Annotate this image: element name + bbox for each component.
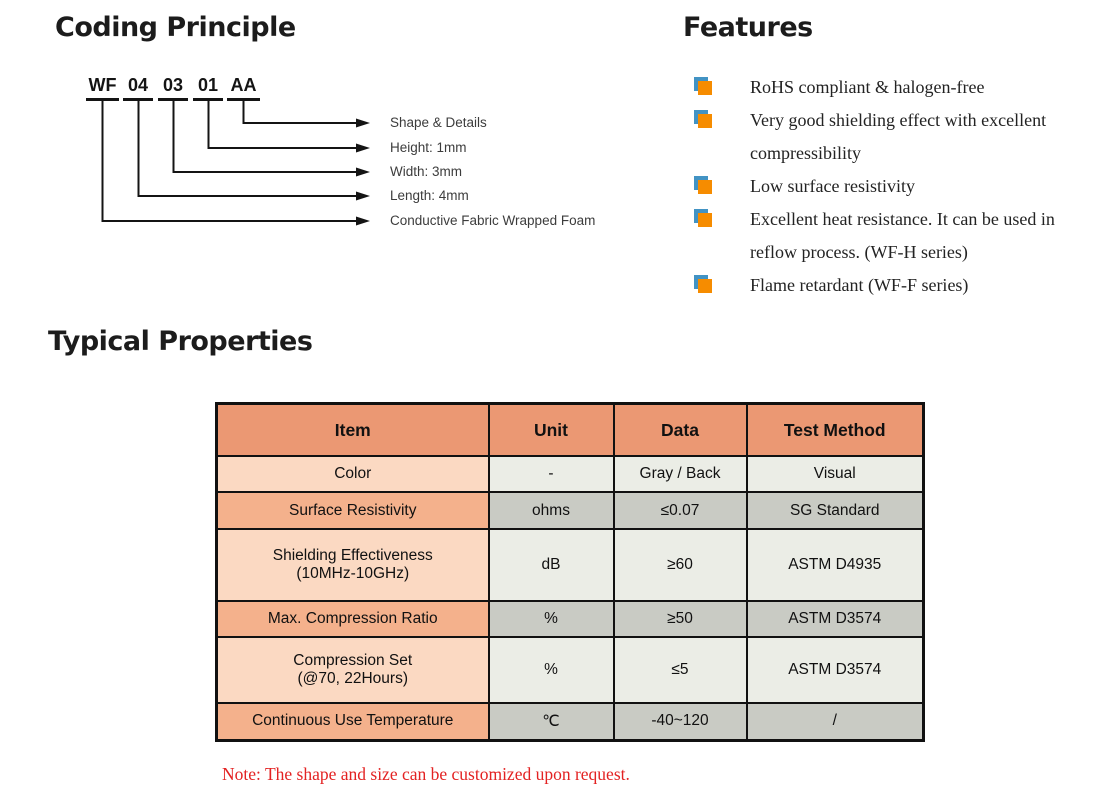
table-header-cell: Data	[612, 402, 748, 457]
value-cell: ≤0.07	[612, 491, 748, 530]
square-bullet-icon	[698, 114, 712, 128]
item-cell: Continuous Use Temperature	[215, 702, 490, 741]
value-cell: %	[487, 600, 615, 638]
diagram-label: Conductive Fabric Wrapped Foam	[390, 213, 596, 228]
table-row: Continuous Use Temperature℃-40~120/	[215, 702, 925, 741]
item-cell: Surface Resistivity	[215, 491, 490, 530]
square-bullet-icon	[698, 81, 712, 95]
value-cell: ASTM D3574	[745, 600, 925, 638]
feature-text: Low surface resistivity	[750, 176, 915, 196]
item-cell: Color	[215, 455, 490, 493]
code-segment: WF	[86, 74, 119, 101]
bullet-column	[698, 170, 750, 194]
diagram-label: Width: 3mm	[390, 164, 463, 179]
value-cell: %	[487, 636, 615, 704]
square-bullet-icon	[698, 213, 712, 227]
feature-item: Very good shielding effect with excellen…	[698, 104, 1098, 170]
value-cell: ≥50	[612, 600, 748, 638]
value-cell: ≥60	[612, 528, 748, 602]
table-header-cell: Unit	[487, 402, 615, 457]
value-cell: Gray / Back	[612, 455, 748, 493]
feature-item: RoHS compliant & halogen-free	[698, 71, 1098, 104]
value-cell: ASTM D4935	[745, 528, 925, 602]
features-title: Features	[683, 12, 813, 43]
value-cell: dB	[487, 528, 615, 602]
coding-principle-title: Coding Principle	[55, 12, 296, 43]
note-text: Note: The shape and size can be customiz…	[222, 764, 630, 784]
code-segment: 04	[123, 74, 153, 101]
table-row: Shielding Effectiveness (10MHz-10GHz)dB≥…	[215, 528, 925, 602]
item-cell: Max. Compression Ratio	[215, 600, 490, 638]
diagram-connector-lines	[101, 100, 370, 226]
item-cell: Shielding Effectiveness (10MHz-10GHz)	[215, 528, 490, 602]
value-cell: ASTM D3574	[745, 636, 925, 704]
diagram-label: Length: 4mm	[390, 188, 469, 203]
code-segment: 03	[158, 74, 188, 101]
bullet-column	[698, 104, 750, 128]
typical-properties-title: Typical Properties	[48, 326, 313, 357]
value-cell: -40~120	[612, 702, 748, 741]
bullet-column	[698, 71, 750, 95]
diagram-label: Height: 1mm	[390, 140, 467, 155]
bullet-column	[698, 269, 750, 293]
value-cell: /	[745, 702, 925, 741]
feature-item: Low surface resistivity	[698, 170, 1098, 203]
diagram-label: Shape & Details	[390, 115, 487, 130]
square-bullet-icon	[698, 279, 712, 293]
value-cell: -	[487, 455, 615, 493]
feature-text: Excellent heat resistance. It can be use…	[750, 209, 1055, 262]
item-cell: Compression Set (@70, 22Hours)	[215, 636, 490, 704]
feature-text: Flame retardant (WF-F series)	[750, 275, 969, 295]
value-cell: ℃	[487, 702, 615, 741]
bullet-column	[698, 203, 750, 227]
table-header-cell: Test Method	[745, 402, 925, 457]
code-segment: AA	[227, 74, 260, 101]
value-cell: Visual	[745, 455, 925, 493]
value-cell: SG Standard	[745, 491, 925, 530]
table-header-cell: Item	[215, 402, 490, 457]
feature-text: Very good shielding effect with excellen…	[750, 110, 1047, 163]
feature-item: Excellent heat resistance. It can be use…	[698, 203, 1098, 269]
feature-text: RoHS compliant & halogen-free	[750, 77, 985, 97]
code-segment: 01	[193, 74, 223, 101]
value-cell: ohms	[487, 491, 615, 530]
value-cell: ≤5	[612, 636, 748, 704]
feature-item: Flame retardant (WF-F series)	[698, 269, 1098, 302]
square-bullet-icon	[698, 180, 712, 194]
